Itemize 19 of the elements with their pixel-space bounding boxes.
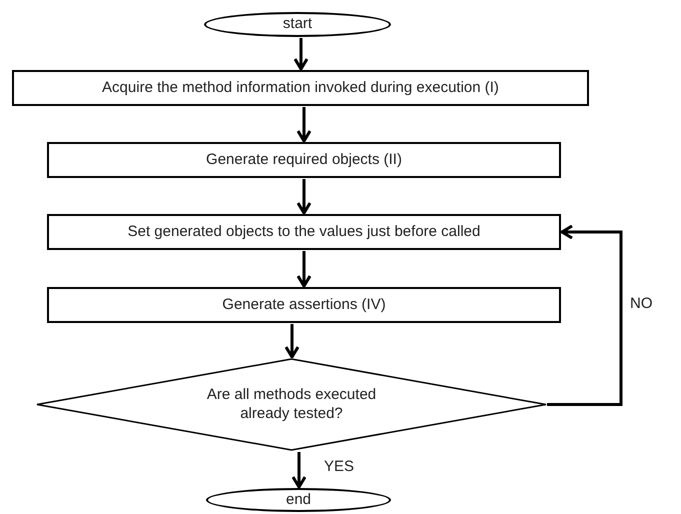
arrow: [284, 324, 300, 358]
arrow: [294, 38, 308, 70]
arrow: [296, 179, 312, 214]
arrow: [547, 224, 622, 406]
process-box: [47, 214, 561, 250]
arrow: [296, 251, 312, 288]
process-box: [47, 287, 561, 323]
arrow: [296, 107, 312, 142]
arrow: [292, 452, 306, 488]
step-text: Acquire the method information invoked during execution (I): [102, 78, 499, 98]
decision-text: Are all methods executed already tested?: [206, 386, 378, 424]
process-box: [12, 70, 589, 106]
step-text: Generate assertions (IV): [222, 296, 386, 314]
decision-diamond: [36, 358, 547, 451]
process-box: [47, 142, 561, 178]
step-text: Generate required objects (II): [206, 150, 402, 170]
terminator-text: end: [286, 490, 312, 510]
step-text: Set generated objects to the values just before called: [128, 222, 480, 242]
terminator-text: start: [282, 15, 312, 34]
